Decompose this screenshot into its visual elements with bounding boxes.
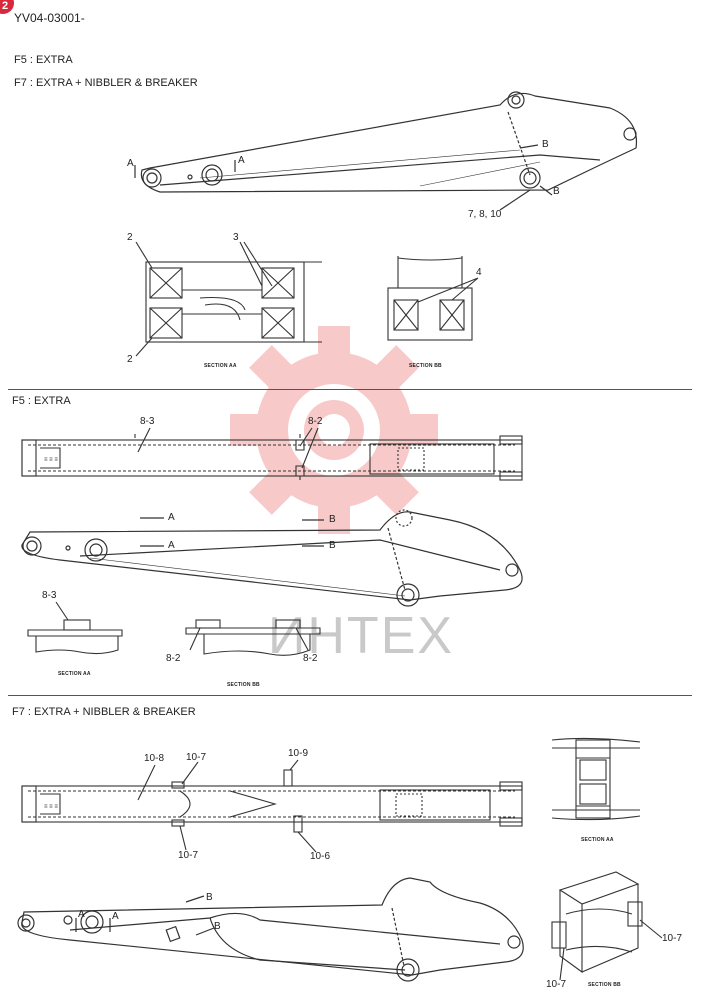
s3-label-10-7-left: 10-7	[546, 979, 567, 990]
document-code: YV04-03001-	[14, 11, 85, 25]
s2-label-b1: B	[329, 514, 336, 525]
s2-label-8-2: 8-2	[308, 416, 323, 427]
s2-caption-section-bb: SECTION BB	[227, 682, 260, 688]
s3-label-10-6: 10-6	[310, 851, 331, 862]
s2-label-b2: B	[329, 540, 336, 551]
s1-label-b-bottom: B	[553, 186, 560, 197]
s3-label-b2: B	[214, 921, 221, 932]
s1-label-4: 4	[476, 267, 482, 278]
s3-label-a1: A	[78, 909, 85, 920]
s3-label-10-7-top: 10-7	[186, 752, 207, 763]
s2-label-8-3: 8-3	[140, 416, 155, 427]
s3-title: F7 : EXTRA + NIBBLER & BREAKER	[12, 706, 196, 718]
svg-text:≡ ≡ ≡: ≡ ≡ ≡	[44, 457, 58, 463]
s2-label-8-2-right: 8-2	[303, 653, 318, 664]
s1-label-a-left: A	[127, 158, 134, 169]
s2-label-8-2-left: 8-2	[166, 653, 181, 664]
s1-title-f7: F7 : EXTRA + NIBBLER & BREAKER	[14, 77, 198, 89]
divider-1	[8, 389, 692, 390]
s3-label-b1: B	[206, 892, 213, 903]
s2-label-8-3-detail: 8-3	[42, 590, 57, 601]
s1-label-2-bottom: 2	[127, 354, 133, 365]
s3-label-10-7-right: 10-7	[662, 933, 683, 944]
s2-label-a2: A	[168, 540, 175, 551]
s3-label-10-9: 10-9	[288, 748, 309, 759]
divider-2	[8, 695, 692, 696]
s1-label-2-top: 2	[127, 232, 133, 243]
s1-caption-section-aa: SECTION AA	[204, 363, 237, 369]
s3-label-a2: A	[112, 911, 119, 922]
s1-label-b-top: B	[542, 139, 549, 150]
s3-caption-section-aa: SECTION AA	[581, 837, 614, 843]
s1-label-3: 3	[233, 232, 239, 243]
s1-title-f5: F5 : EXTRA	[14, 54, 73, 66]
s1-label-parts: 7, 8, 10	[468, 209, 502, 220]
svg-text:≡ ≡ ≡: ≡ ≡ ≡	[44, 804, 58, 810]
s1-caption-section-bb: SECTION BB	[409, 363, 442, 369]
watermark-text: ИНТЕХ	[268, 607, 455, 665]
s2-caption-section-aa: SECTION AA	[58, 671, 91, 677]
s3-label-10-8: 10-8	[144, 753, 165, 764]
s1-label-a-right: A	[238, 155, 245, 166]
page-badge: 2	[0, 0, 14, 14]
s3-caption-section-bb: SECTION BB	[588, 982, 621, 988]
s2-label-a1: A	[168, 512, 175, 523]
s2-title: F5 : EXTRA	[12, 395, 71, 407]
s3-label-10-7-bottom: 10-7	[178, 850, 199, 861]
